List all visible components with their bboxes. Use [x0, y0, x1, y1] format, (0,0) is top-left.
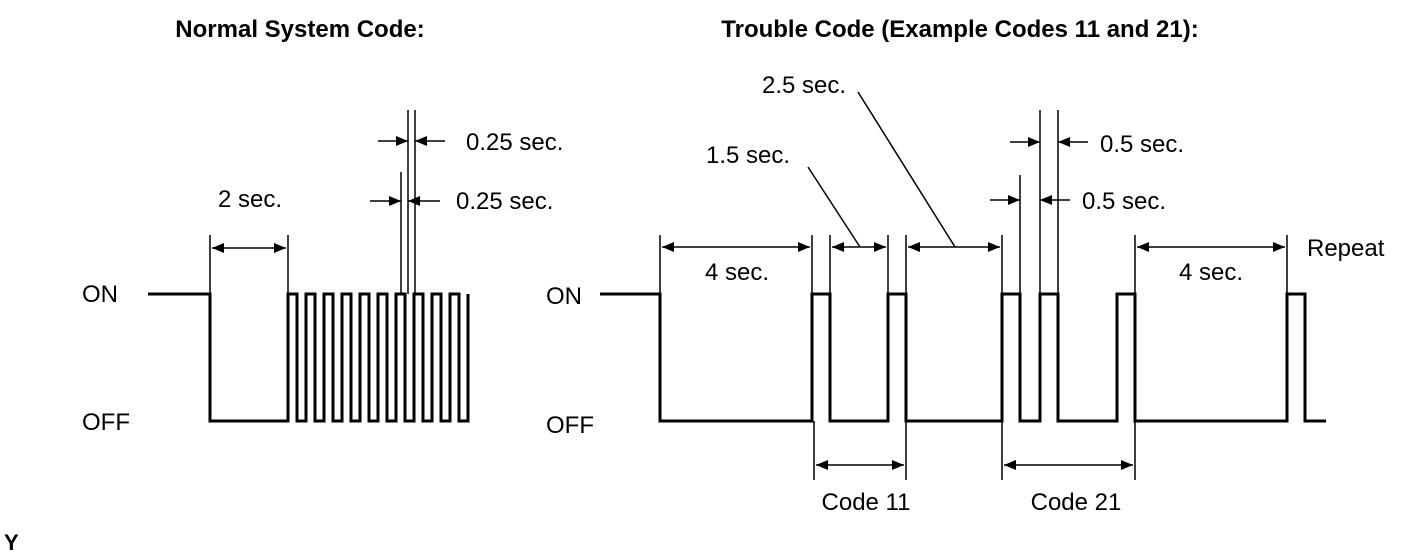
code11-label: Code 11 [822, 489, 911, 516]
trouble-title: Trouble Code (Example Codes 11 and 21): [721, 16, 1198, 43]
normal-off-label: OFF [82, 409, 130, 436]
code21-label: Code 21 [1031, 489, 1122, 516]
normal-title: Normal System Code: [175, 16, 424, 43]
trouble-15s-label: 1.5 sec. [706, 142, 790, 169]
trouble-05-bottom-label: 0.5 sec. [1082, 188, 1166, 215]
trouble-repeat-label: Repeat [1307, 235, 1385, 262]
corner-mark: Y [4, 530, 19, 555]
normal-2s-label: 2 sec. [218, 186, 282, 213]
normal-system-code-panel: Normal System Code: ON OFF 2 sec. 0.25 s… [82, 16, 563, 436]
trouble-25s-leader [857, 91, 956, 248]
trouble-4s-second-label: 4 sec. [1179, 259, 1243, 286]
normal-signal-waveform [148, 292, 470, 423]
trouble-on-label: ON [546, 283, 582, 310]
trouble-05-top-label: 0.5 sec. [1100, 131, 1184, 158]
trouble-4s-first-label: 4 sec. [705, 259, 769, 286]
normal-025-top-label: 0.25 sec. [466, 129, 563, 156]
trouble-25s-label: 2.5 sec. [762, 72, 846, 99]
trouble-off-label: OFF [546, 412, 594, 439]
trouble-code-panel: Trouble Code (Example Codes 11 and 21): … [546, 16, 1385, 516]
trouble-signal-waveform [600, 292, 1326, 423]
normal-025-bottom-label: 0.25 sec. [456, 188, 553, 215]
normal-on-label: ON [82, 281, 118, 308]
trouble-15s-leader [807, 166, 861, 248]
